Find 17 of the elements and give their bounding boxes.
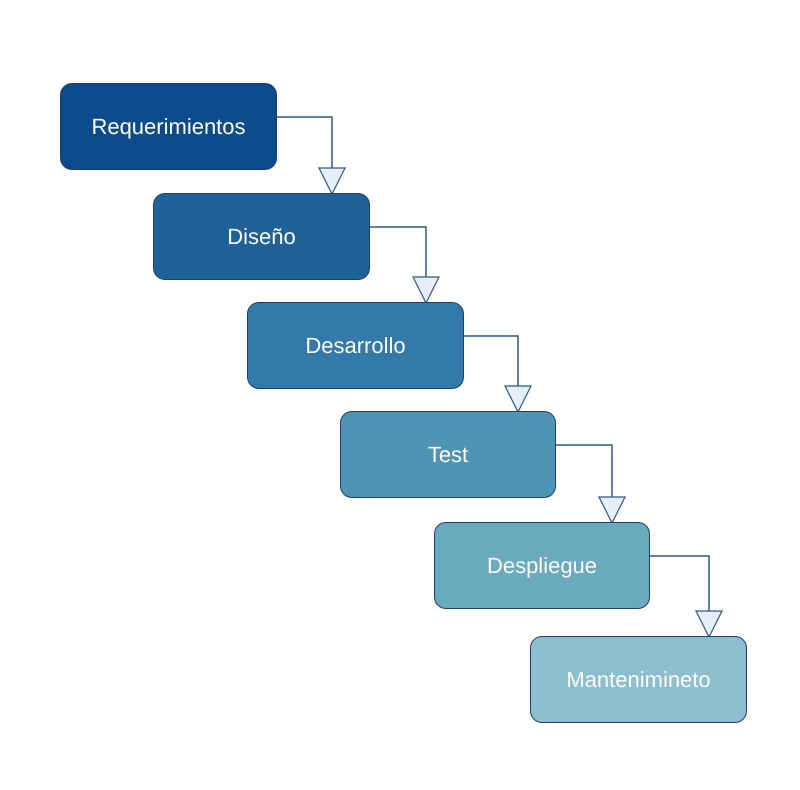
step-label: Test — [428, 441, 468, 469]
bent-arrow — [464, 335, 532, 413]
step-label: Desarrollo — [305, 332, 406, 360]
process-box — [153, 193, 370, 280]
bent-arrow — [370, 226, 440, 304]
process-box — [60, 83, 277, 170]
step-label: Requerimientos — [91, 113, 246, 141]
bent-arrow — [556, 444, 626, 524]
process-box — [434, 522, 650, 609]
process-box — [530, 636, 747, 723]
bent-arrow — [650, 555, 723, 638]
step-label: Diseño — [227, 223, 296, 251]
step-label: Despliegue — [486, 552, 598, 580]
step-label: Mantenimineto — [566, 666, 711, 694]
bent-arrow — [277, 116, 346, 195]
process-box — [247, 302, 464, 389]
process-box — [340, 411, 556, 498]
